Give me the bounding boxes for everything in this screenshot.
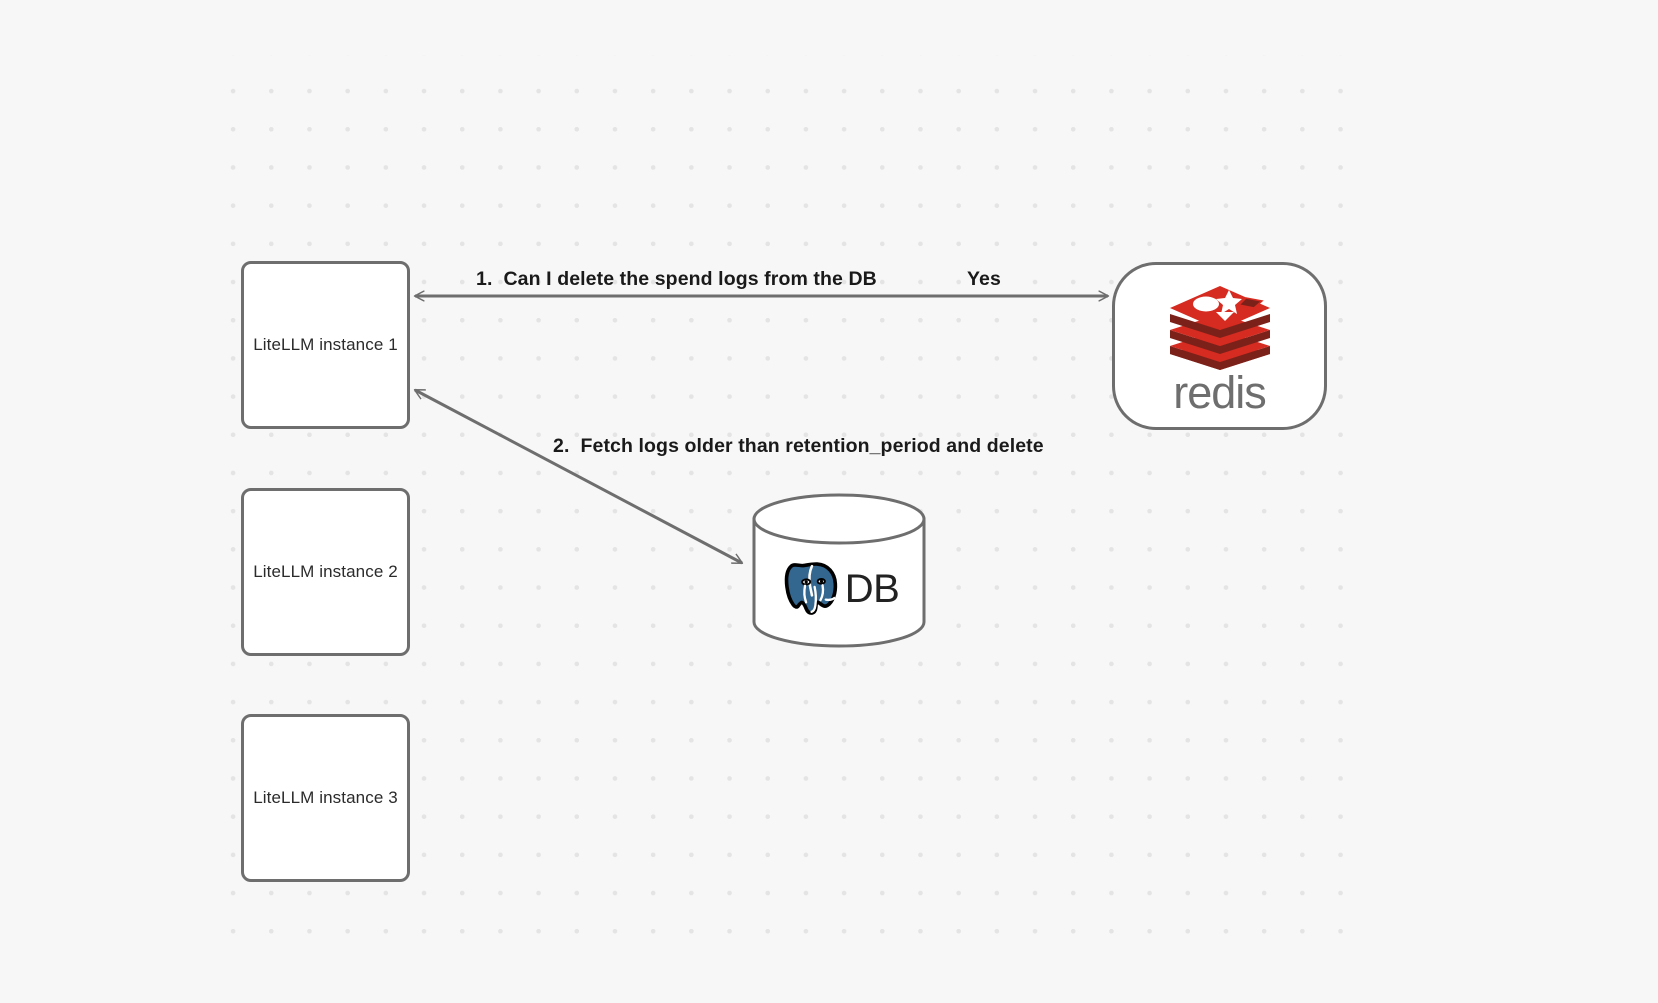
edge-label-1: 1. Can I delete the spend logs from the … xyxy=(476,268,877,290)
node-database[interactable]: DB xyxy=(752,493,926,648)
node-label: LiteLLM instance 2 xyxy=(253,562,398,581)
edge-instance1-db xyxy=(415,388,742,565)
node-litellm-instance-1[interactable]: LiteLLM instance 1 xyxy=(241,261,410,429)
node-label: LiteLLM instance 1 xyxy=(253,335,398,354)
db-label: DB xyxy=(844,566,900,611)
postgresql-elephant-icon xyxy=(781,559,840,618)
redis-wordmark: redis xyxy=(1173,366,1267,418)
edge-label-1-response: Yes xyxy=(967,268,1001,290)
edge-label-2: 2. Fetch logs older than retention_perio… xyxy=(553,435,1044,457)
node-litellm-instance-2[interactable]: LiteLLM instance 2 xyxy=(241,488,410,656)
node-label: LiteLLM instance 3 xyxy=(253,788,398,807)
node-litellm-instance-3[interactable]: LiteLLM instance 3 xyxy=(241,714,410,882)
redis-logo-icon xyxy=(1169,285,1270,370)
node-redis[interactable]: redis xyxy=(1112,262,1327,430)
